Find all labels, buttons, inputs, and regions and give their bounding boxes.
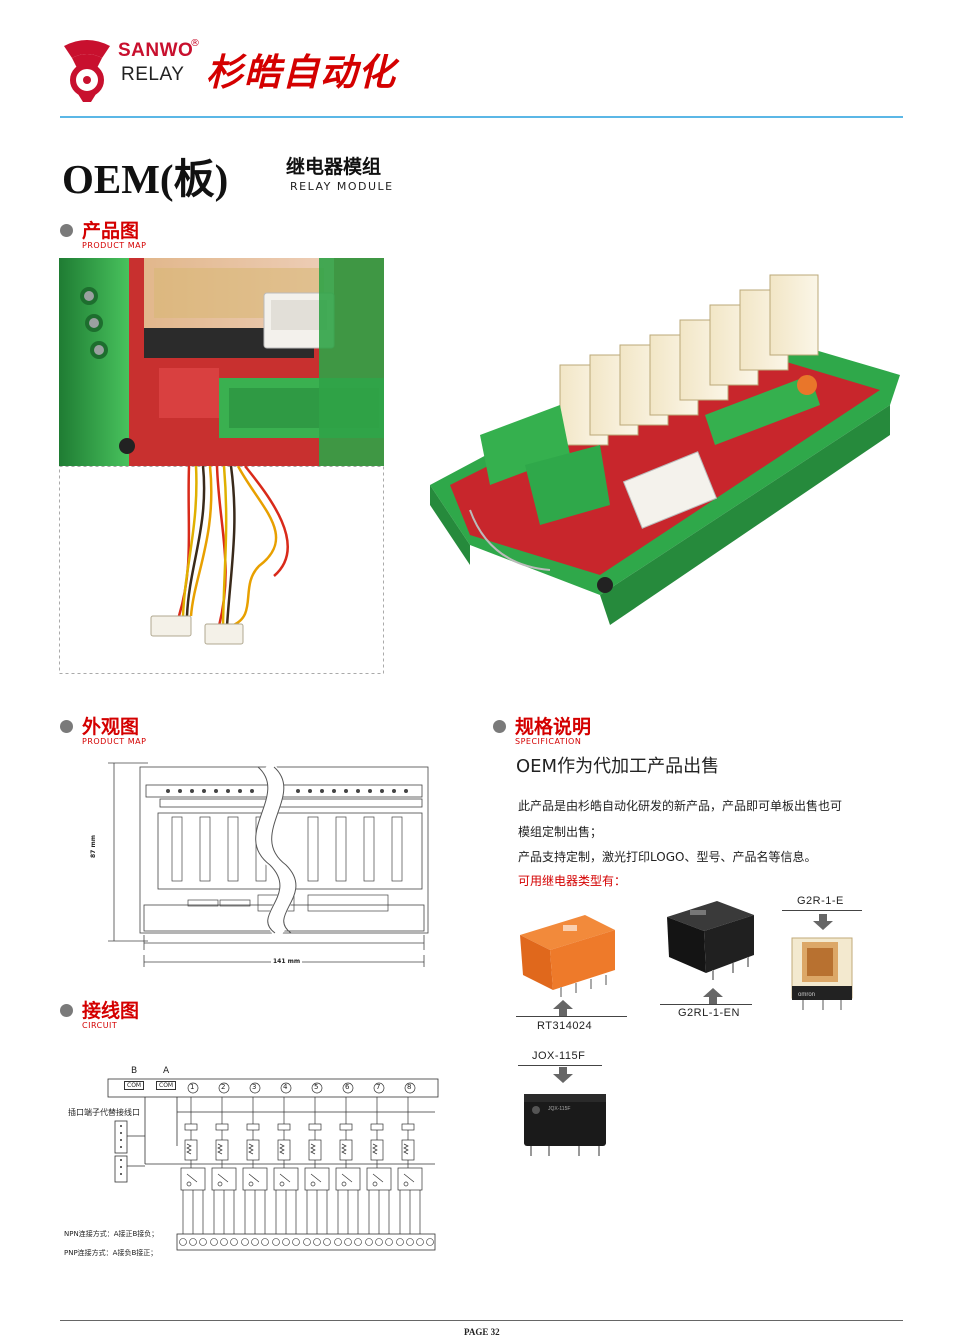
relay-g2r-label: G2R-1-E xyxy=(797,895,844,907)
dimension-width-label: 141 mm xyxy=(271,958,303,965)
relay-jox-image: JQX-115F xyxy=(524,1094,606,1156)
product-closeup-photo xyxy=(59,258,384,466)
arrow-down-icon xyxy=(553,1067,573,1083)
relay-label-rule xyxy=(516,1016,627,1017)
section-title-cn: 规格说明 xyxy=(515,716,592,738)
relay-g2r-image: omron xyxy=(791,937,853,1010)
channel-number: 4 xyxy=(283,1083,288,1091)
section-title-en: PRODUCT MAP xyxy=(82,241,147,250)
channel-number: 6 xyxy=(345,1083,350,1091)
svg-text:JQX-115F: JQX-115F xyxy=(548,1106,570,1112)
company-name-cn: 杉皓自动化 xyxy=(206,51,396,94)
circuit-diagram xyxy=(107,1078,439,1251)
relay-g2rl-label: G2RL-1-EN xyxy=(678,1007,740,1019)
section-bullet xyxy=(60,1004,73,1017)
relay-g2rl-image xyxy=(667,901,754,980)
channel-number: 1 xyxy=(190,1083,195,1091)
header-divider xyxy=(60,116,903,118)
section-title-cn: 外观图 xyxy=(82,716,140,738)
registered-mark: ® xyxy=(190,38,200,49)
available-relays-label: 可用继电器类型有： xyxy=(518,874,627,888)
brand-name: SANWO xyxy=(118,40,194,61)
channel-number: 3 xyxy=(252,1083,257,1091)
section-bullet xyxy=(493,720,506,733)
spec-line-2: 模组定制出售； xyxy=(518,825,603,839)
spec-line-3: 产品支持定制，激光打印LOGO、型号、产品名等信息。 xyxy=(518,850,817,864)
dimension-drawing xyxy=(108,760,429,967)
relay-label-rule xyxy=(518,1065,602,1066)
relay-rt314024-label: RT314024 xyxy=(537,1020,593,1032)
com-terminal-a: COM xyxy=(156,1081,177,1090)
channel-number: 5 xyxy=(314,1083,319,1091)
pnp-connection-label: PNP连接方式：A接负B接正； xyxy=(64,1249,158,1257)
arrow-down-icon xyxy=(813,914,833,930)
dimension-height-label: 87 mm xyxy=(90,835,97,858)
relay-label-rule xyxy=(782,910,862,911)
npn-connection-label: NPN连接方式：A接正B接负； xyxy=(64,1230,159,1238)
cable-photo xyxy=(59,466,384,674)
section-bullet xyxy=(60,224,73,237)
spec-line-1: 此产品是由杉皓自动化研发的新产品，产品即可单板出售也可 xyxy=(518,799,843,813)
relay-label-rule xyxy=(660,1004,752,1005)
section-title-en: SPECIFICATION xyxy=(515,737,582,746)
product-main-photo xyxy=(430,274,900,625)
spec-heading: OEM作为代加工产品出售 xyxy=(516,756,720,777)
page-number: PAGE 32 xyxy=(464,1327,500,1337)
section-title-en: PRODUCT MAP xyxy=(82,737,147,746)
section-title-cn: 接线图 xyxy=(82,1000,140,1022)
arrow-up-icon xyxy=(553,1000,573,1016)
section-title-cn: 产品图 xyxy=(82,220,140,242)
svg-text:omron: omron xyxy=(798,992,815,998)
footer-divider xyxy=(60,1320,903,1321)
channel-number: 7 xyxy=(376,1083,381,1091)
relay-jox-label: JOX-115F xyxy=(532,1050,586,1062)
page-title: OEM(板) xyxy=(62,156,229,202)
section-bullet xyxy=(60,720,73,733)
plug-terminal-label: 插口端子代替接线口 xyxy=(68,1108,140,1117)
arrow-up-icon xyxy=(703,988,723,1004)
circuit-label-b: B xyxy=(131,1066,138,1076)
relay-rt314024-image xyxy=(520,915,615,997)
channel-number: 2 xyxy=(221,1083,226,1091)
section-title-en: CIRCUIT xyxy=(82,1021,118,1030)
page-subtitle-cn: 继电器模组 xyxy=(286,156,382,178)
circuit-label-a: A xyxy=(163,1066,170,1076)
com-terminal-b: COM xyxy=(124,1081,145,1090)
channel-number: 8 xyxy=(407,1083,412,1091)
brand-sub: RELAY xyxy=(121,64,185,85)
sanwo-logo-icon xyxy=(64,40,110,102)
page-subtitle-en: RELAY MODULE xyxy=(290,180,394,193)
